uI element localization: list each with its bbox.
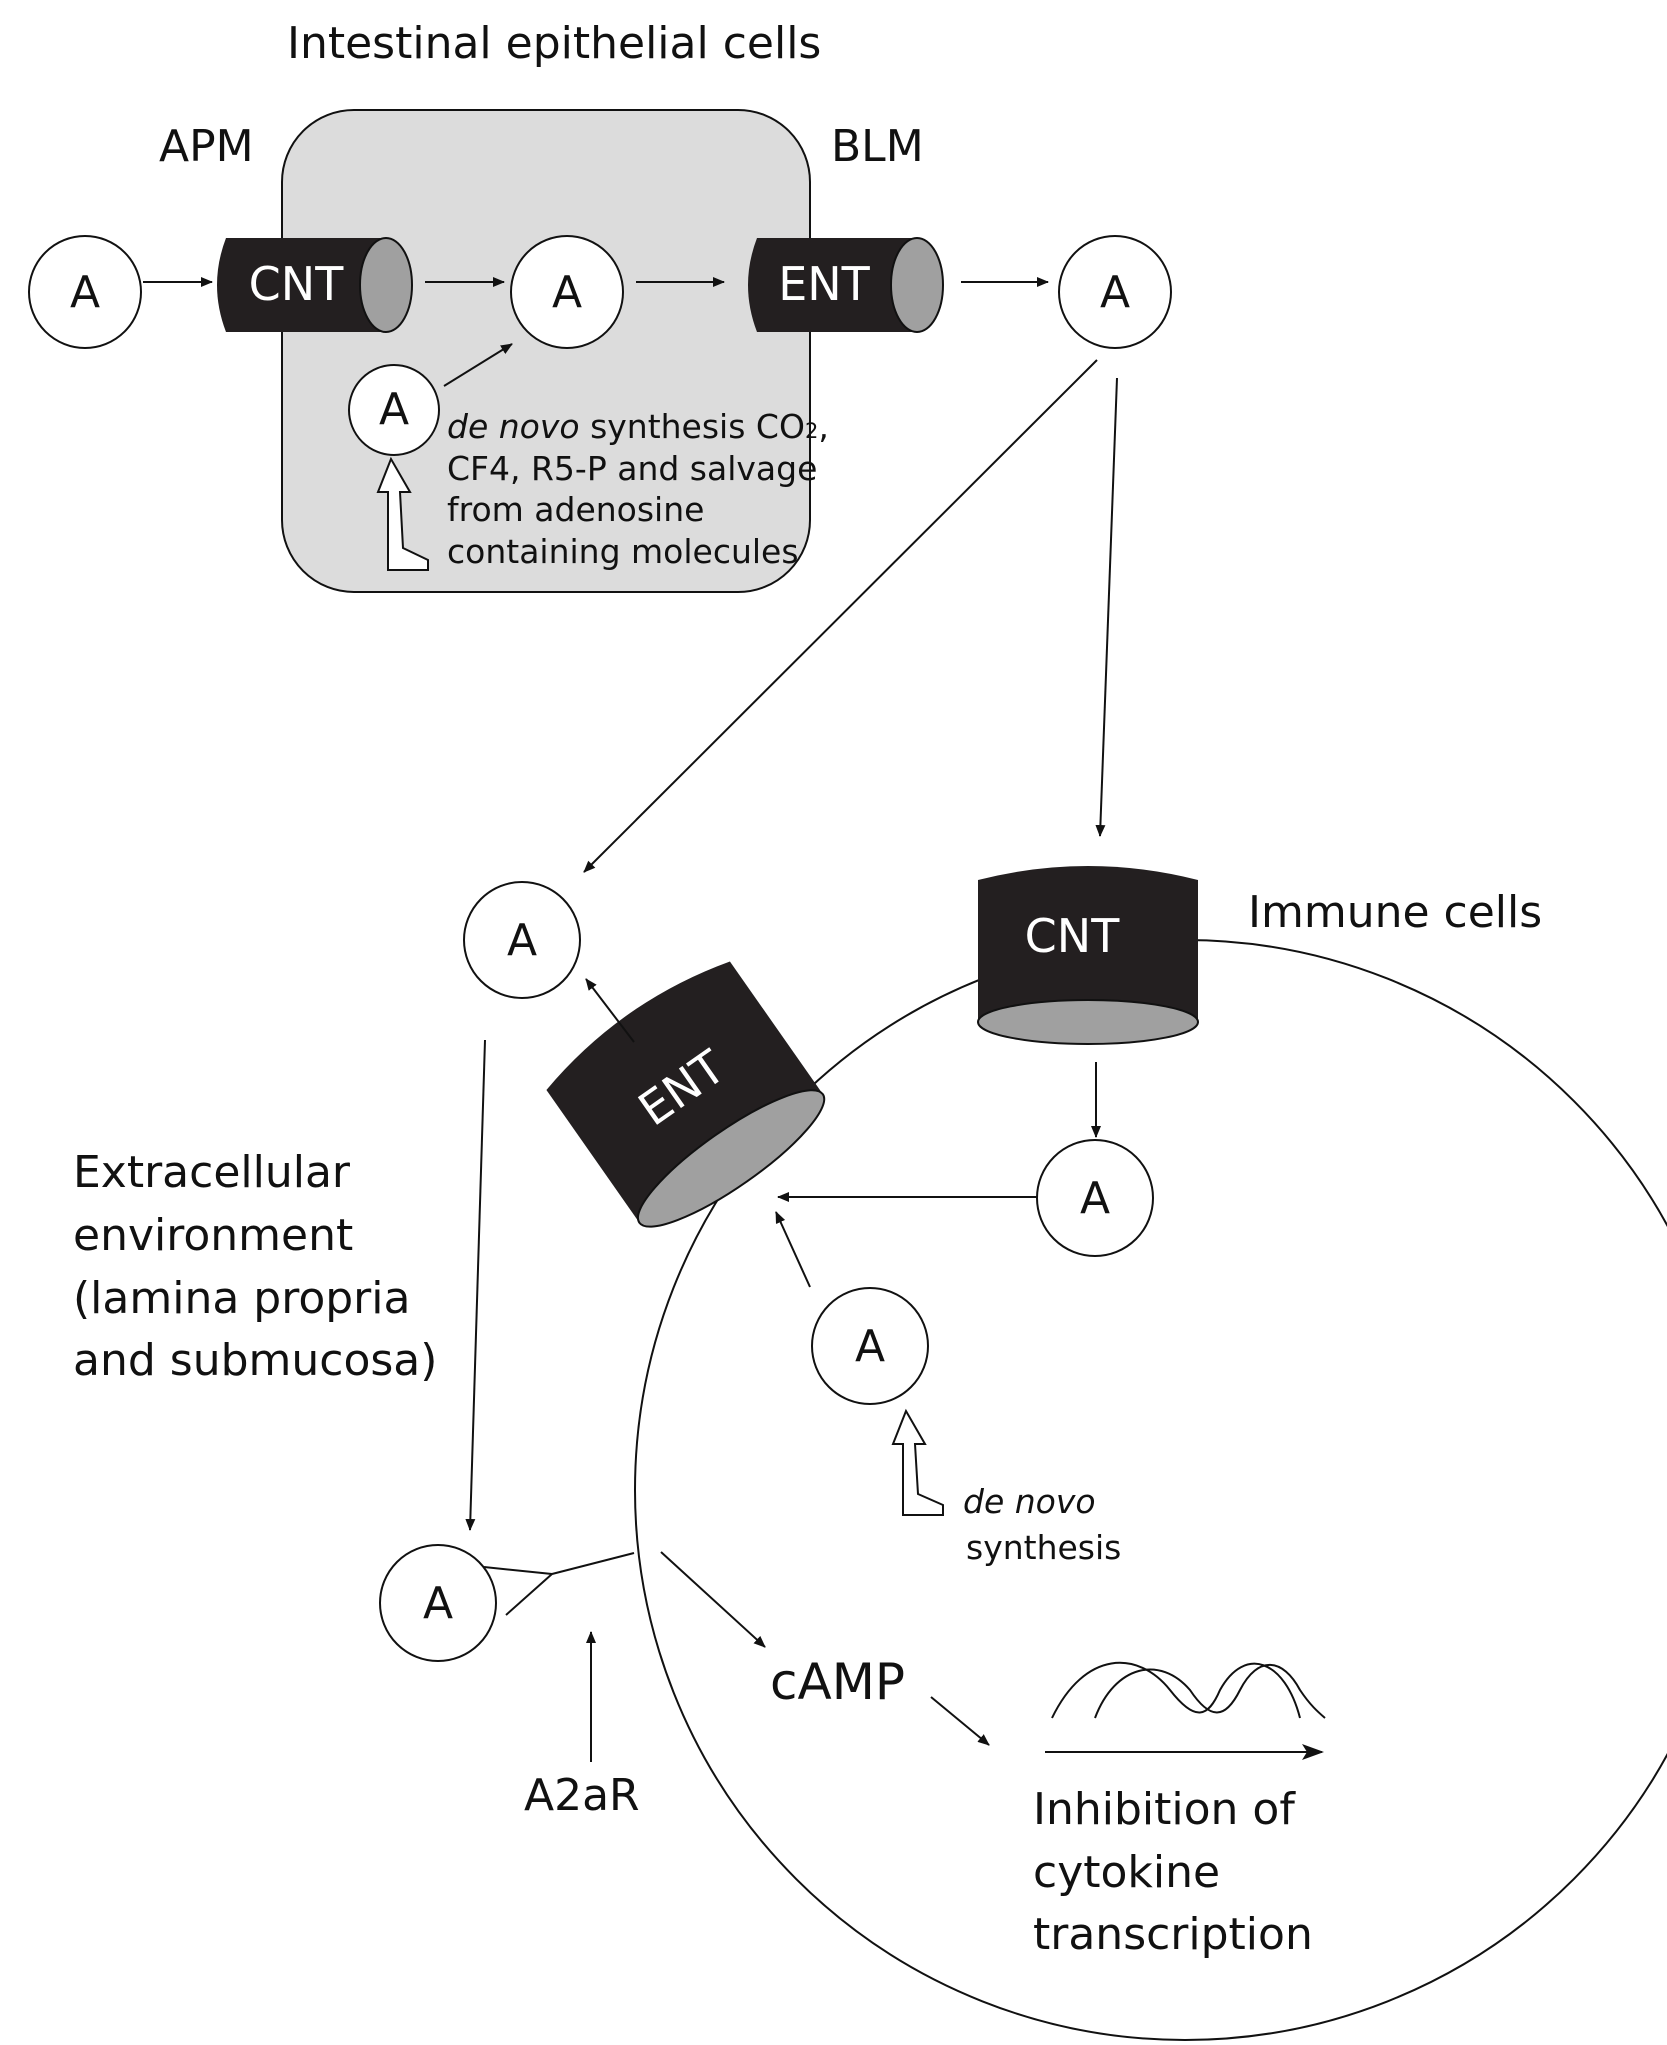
- synthesis-arrow-epithelial: [376, 456, 429, 571]
- cnt-channel-apical: CNT: [217, 237, 413, 333]
- epithelial-synthesis-text-line2: CF4, R5-P and salvage: [447, 449, 817, 488]
- cnt-channel-immune: CNT: [977, 866, 1199, 1045]
- a2ar-receptor: [483, 1552, 635, 1616]
- inhibition-line3: transcription: [1033, 1909, 1313, 1960]
- immune-synthesis-italic: de novo: [963, 1482, 1096, 1521]
- transcription-curves: [1051, 1661, 1326, 1719]
- arrow-receptor-to-camp: [660, 1551, 766, 1648]
- inhibition-line1: Inhibition of: [1033, 1784, 1296, 1835]
- arrow-synthesized-to-ent: [775, 1211, 811, 1288]
- adenosine-luminal: A: [28, 235, 142, 349]
- svg-text:A: A: [1080, 1173, 1110, 1224]
- ent-label-basolateral: ENT: [778, 257, 870, 311]
- immune-synthesis-text: synthesis: [966, 1528, 1121, 1567]
- extracellular-label-line1: Extracellular: [73, 1147, 351, 1198]
- svg-text:A: A: [1100, 267, 1130, 318]
- svg-text:A: A: [855, 1321, 885, 1372]
- camp-label: cAMP: [770, 1653, 905, 1711]
- blm-label: BLM: [831, 121, 924, 172]
- adenosine-receptor-bound: A: [379, 1544, 497, 1662]
- adenosine-basolateral-out: A: [1058, 235, 1172, 349]
- epithelial-cell: [281, 109, 811, 593]
- extracellular-label-line3: (lamina propria: [73, 1273, 410, 1324]
- svg-text:A: A: [70, 267, 100, 318]
- arrow-synthesized-to-cytosol: [443, 343, 513, 387]
- arrow-extracellular-to-receptor: [465, 1039, 486, 1531]
- adenosine-epithelial-cytosol: A: [510, 235, 624, 349]
- svg-text:A: A: [552, 267, 582, 318]
- svg-text:A: A: [507, 915, 537, 966]
- cnt-label-apical: CNT: [249, 257, 345, 311]
- svg-text:A: A: [423, 1578, 453, 1629]
- adenosine-extracellular: A: [463, 881, 581, 999]
- arrow-basolateral-to-extracellular: [583, 359, 1098, 873]
- title-intestinal-epithelial-cells: Intestinal epithelial cells: [287, 18, 821, 69]
- extracellular-label-line4: and submucosa): [73, 1335, 437, 1386]
- epithelial-synthesis-text-line1: de novo synthesis CO2,: [447, 407, 829, 446]
- ent-channel-immune: ENT: [546, 961, 826, 1228]
- adenosine-epithelial-synthesized: A: [348, 364, 440, 456]
- epithelial-synthesis-text-line4: containing molecules: [447, 532, 799, 571]
- adenosine-immune-synthesized: A: [811, 1287, 929, 1405]
- cnt-label-immune: CNT: [1025, 909, 1121, 963]
- epithelial-synthesis-text-line3: from adenosine: [447, 490, 704, 529]
- a2ar-label: A2aR: [524, 1770, 640, 1821]
- ent-channel-basolateral: ENT: [748, 237, 944, 333]
- adenosine-immune-cytosol: A: [1036, 1139, 1154, 1257]
- immune-cells-label: Immune cells: [1248, 887, 1542, 938]
- svg-text:A: A: [379, 384, 409, 435]
- synthesis-arrow-immune: [891, 1408, 944, 1516]
- arrow-basolateral-to-immune-cnt: [1095, 377, 1118, 837]
- apm-label: APM: [159, 121, 254, 172]
- extracellular-label-line2: environment: [73, 1210, 353, 1261]
- arrow-ent-to-extracellular: [585, 978, 635, 1043]
- arrow-camp-to-inhibition: [930, 1696, 990, 1746]
- inhibition-line2: cytokine: [1033, 1847, 1220, 1898]
